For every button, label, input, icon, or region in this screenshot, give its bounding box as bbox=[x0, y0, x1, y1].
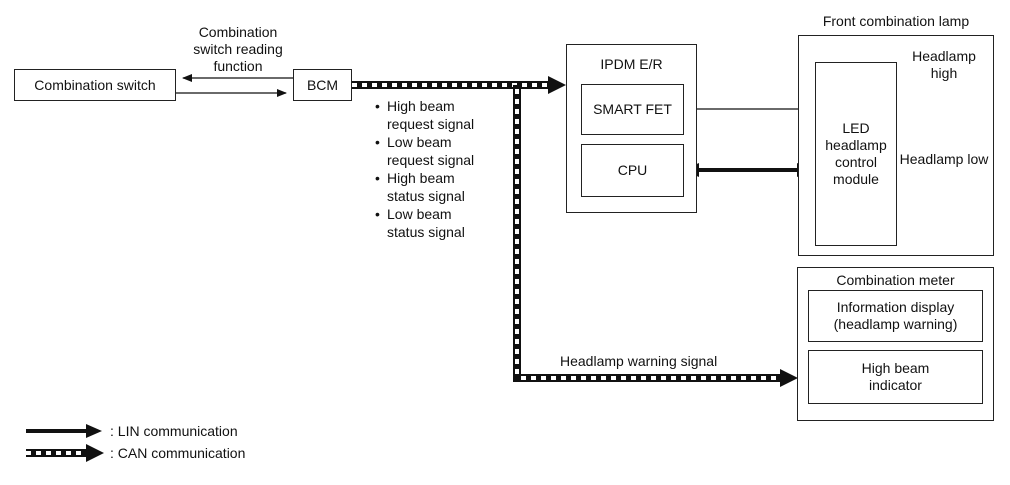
ipdm-er-block: IPDM E/R SMART FET CPU bbox=[566, 44, 697, 213]
headlamp-high-label: Headlamp high bbox=[912, 48, 976, 81]
signal-item: Low beam status signal bbox=[375, 205, 492, 241]
bcm-label: BCM bbox=[306, 76, 339, 93]
ipdm-er-title: IPDM E/R bbox=[600, 56, 663, 72]
cpu-block: CPU bbox=[581, 144, 684, 197]
legend-lin-arrow bbox=[26, 424, 102, 438]
bcm-block: BCM bbox=[293, 69, 352, 101]
can-bus-bcm-ipdm bbox=[352, 76, 566, 94]
can-bus-to-meter bbox=[513, 85, 798, 387]
legend-lin-label: : LIN communication bbox=[110, 423, 238, 439]
information-display-block: Information display (headlamp warning) bbox=[808, 290, 983, 342]
smart-fet-label: SMART FET bbox=[593, 101, 672, 117]
can-signal-list: High beam request signal Low beam reques… bbox=[375, 97, 492, 241]
headlamp-low-label: Headlamp low bbox=[899, 151, 989, 167]
legend-can-arrow bbox=[26, 444, 104, 462]
front-combination-lamp-title: Front combination lamp bbox=[822, 13, 970, 29]
switch-reading-function-label: Combination switch reading function bbox=[193, 24, 283, 74]
signal-item: High beam request signal bbox=[375, 97, 492, 133]
high-beam-indicator-label: High beam indicator bbox=[861, 360, 930, 393]
combination-switch-label: Combination switch bbox=[34, 76, 156, 93]
lin-cpu-led bbox=[683, 163, 813, 177]
led-headlamp-control-module: LED headlamp control module bbox=[815, 62, 897, 246]
high-beam-indicator-block: High beam indicator bbox=[808, 350, 983, 404]
combination-meter-title: Combination meter bbox=[836, 272, 955, 288]
information-display-label: Information display (headlamp warning) bbox=[833, 299, 958, 332]
combination-meter-block: Combination meter Information display (h… bbox=[797, 267, 994, 421]
led-module-label: LED headlamp control module bbox=[825, 120, 887, 187]
cpu-label: CPU bbox=[617, 162, 648, 178]
smart-fet-block: SMART FET bbox=[581, 84, 684, 135]
signal-item: High beam status signal bbox=[375, 169, 492, 205]
front-combination-lamp-block: LED headlamp control module Headlamp hig… bbox=[798, 35, 994, 256]
headlamp-warning-signal-label: Headlamp warning signal bbox=[560, 353, 718, 369]
legend-can-label: : CAN communication bbox=[110, 445, 246, 461]
combination-switch-block: Combination switch bbox=[14, 69, 176, 101]
signal-item: Low beam request signal bbox=[375, 133, 492, 169]
